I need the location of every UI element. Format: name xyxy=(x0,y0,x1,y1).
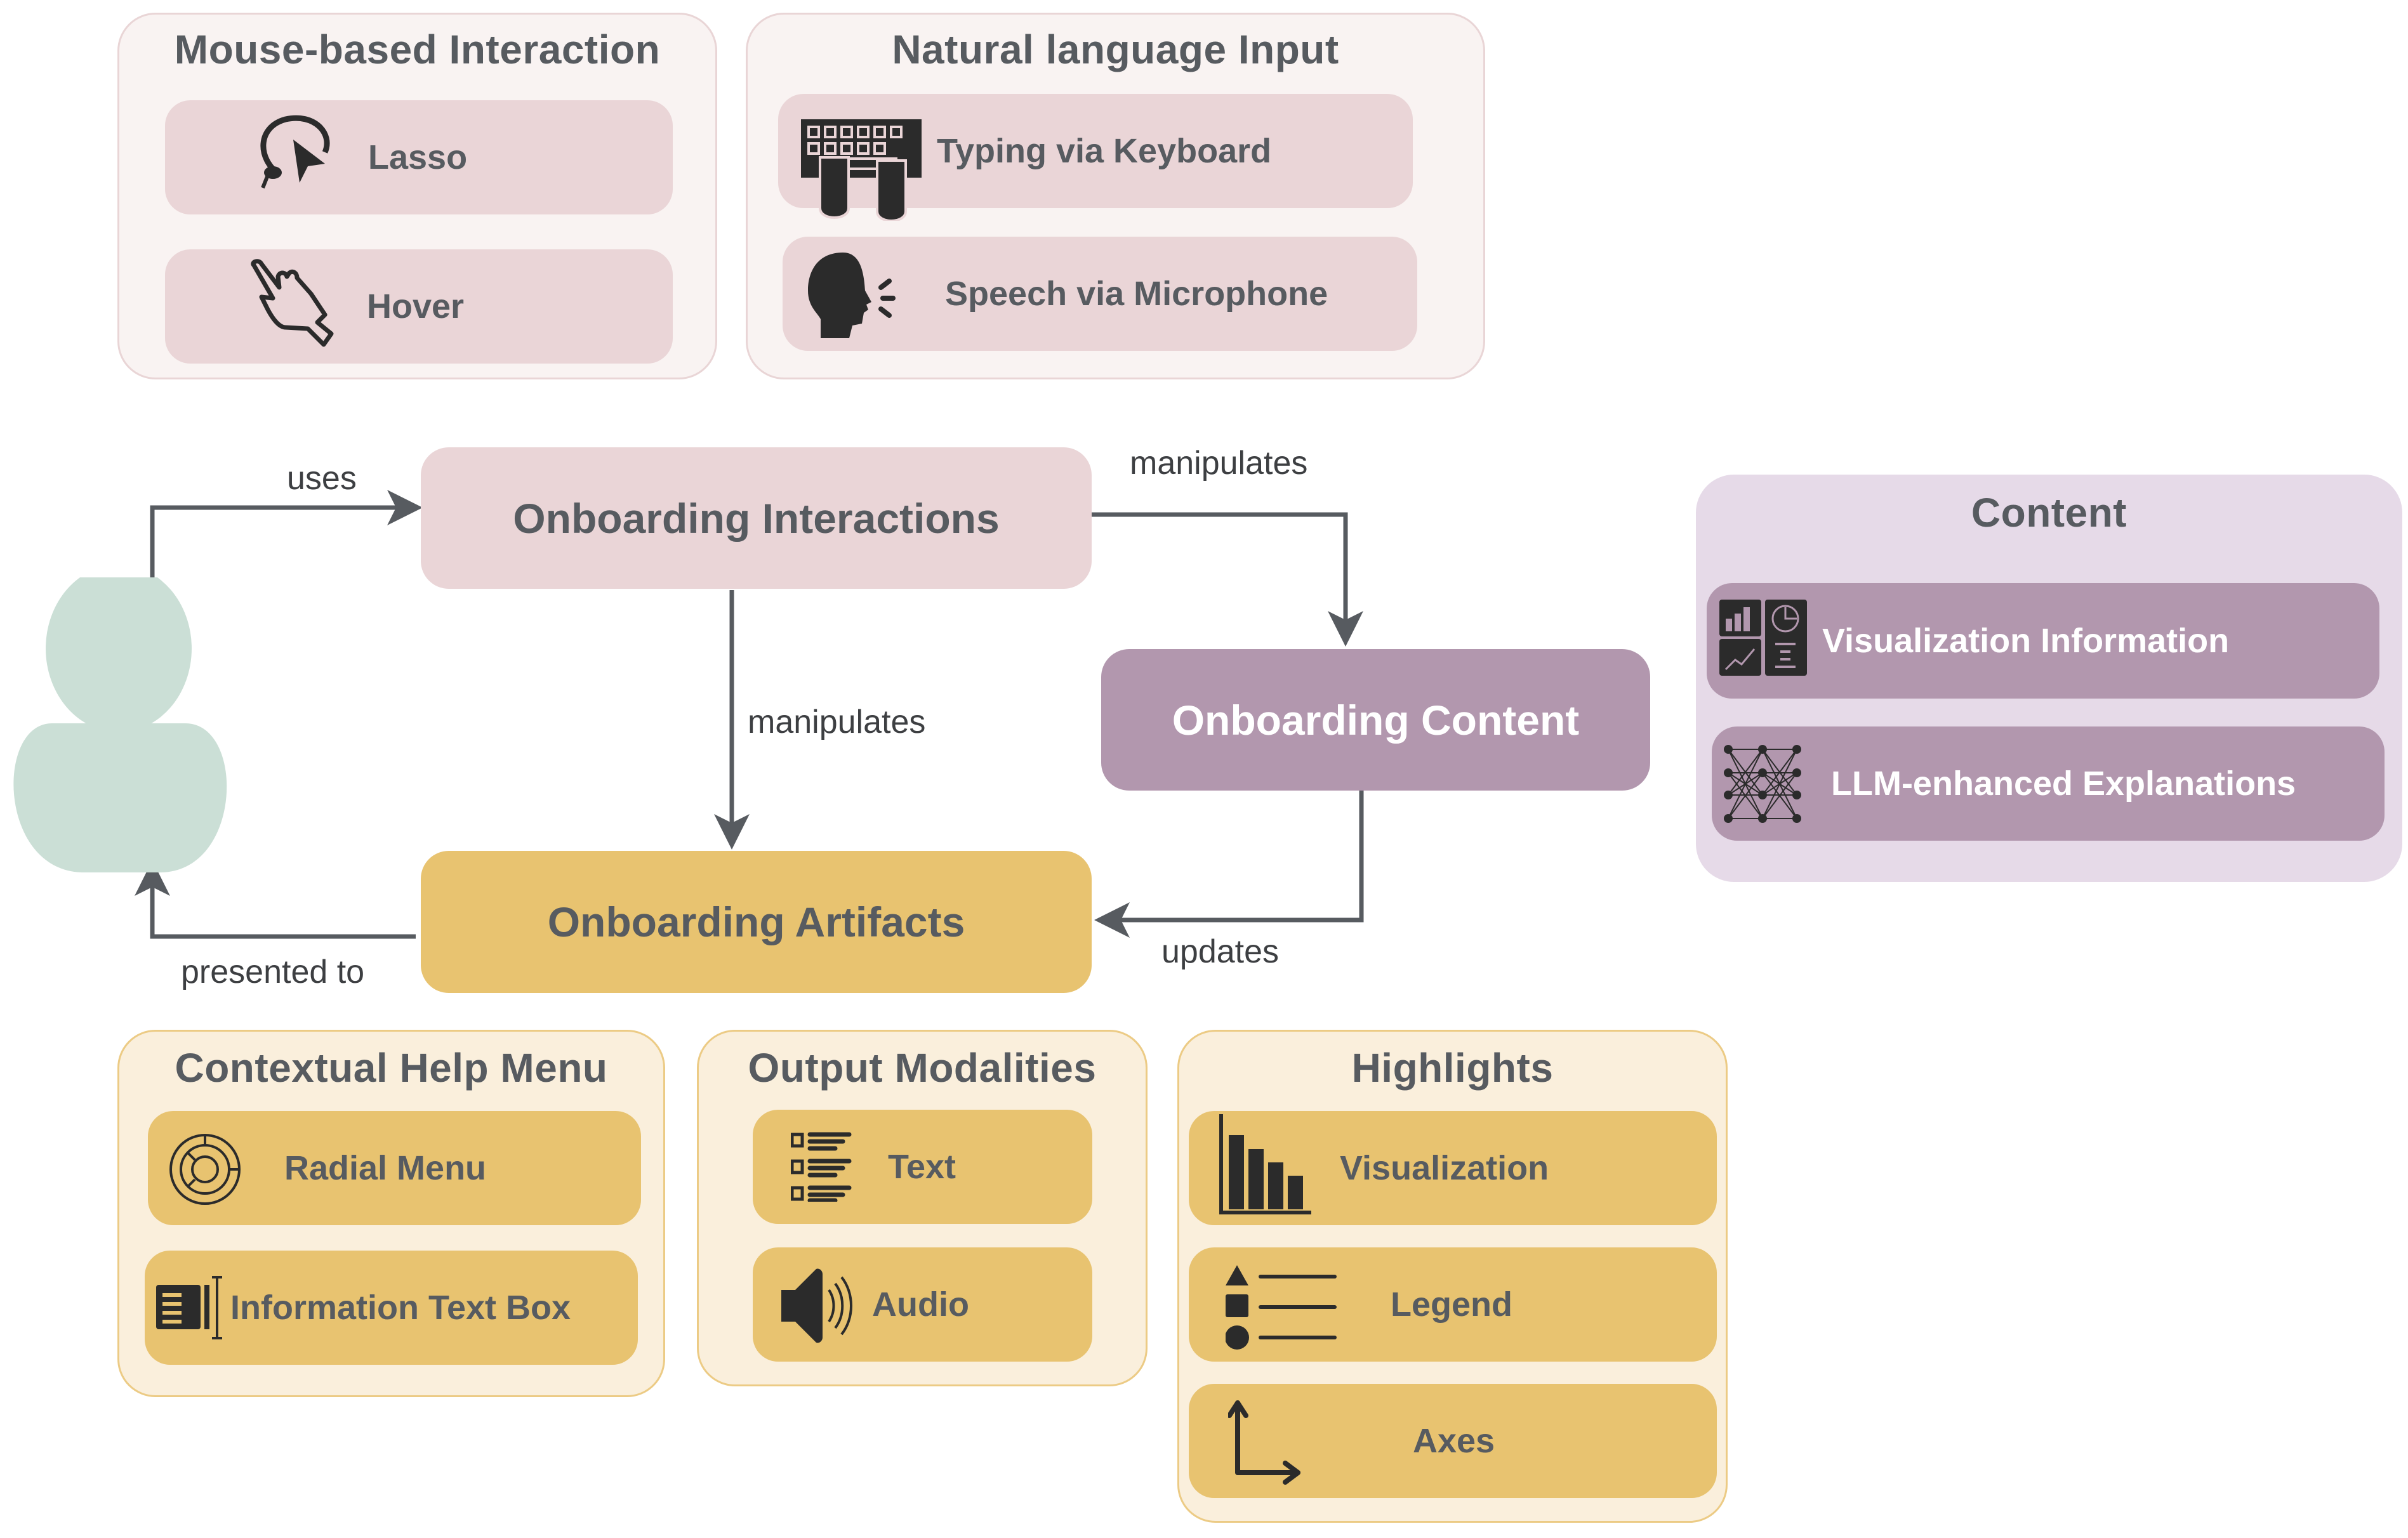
lasso-cursor-icon xyxy=(254,114,343,190)
group-title: Output Modalities xyxy=(748,1045,1097,1091)
item-highlight-axes[interactable]: Axes xyxy=(1189,1384,1717,1498)
user-figure xyxy=(8,565,233,872)
user-body xyxy=(13,723,227,872)
group-output-modalities: Output Modalities Text xyxy=(697,1030,1148,1386)
axes-icon xyxy=(1228,1400,1304,1489)
edge-label-manipulates-artifacts: manipulates xyxy=(748,704,926,740)
keyboard-hands-icon xyxy=(801,119,925,221)
item-llm-explanations[interactable]: LLM-enhanced Explanations xyxy=(1712,726,2385,841)
pointing-hand-icon xyxy=(248,259,336,348)
item-highlight-visualization[interactable]: Visualization xyxy=(1189,1111,1717,1225)
item-label: Text xyxy=(888,1148,956,1186)
node-label: Onboarding Content xyxy=(1172,696,1580,744)
node-onboarding-content[interactable]: Onboarding Content xyxy=(1101,649,1650,791)
item-label: Axes xyxy=(1413,1422,1495,1460)
node-onboarding-artifacts[interactable]: Onboarding Artifacts xyxy=(421,851,1092,993)
group-natural-language-input: Natural language Input Typing via Keyboa… xyxy=(746,13,1485,379)
item-label: LLM-enhanced Explanations xyxy=(1831,765,2296,803)
edge-label-uses: uses xyxy=(287,460,357,497)
item-text[interactable]: Text xyxy=(753,1110,1092,1224)
item-visualization-information[interactable]: Visualization Information xyxy=(1707,583,2379,699)
edge-presented-to xyxy=(135,860,416,939)
group-contextual-help-menu: Contextual Help Menu Radial Menu xyxy=(117,1030,665,1397)
edge-updates xyxy=(1094,791,1364,938)
item-information-text-box[interactable]: Information Text Box xyxy=(145,1251,638,1365)
item-label: Information Text Box xyxy=(230,1289,571,1327)
bar-chart-icon xyxy=(1219,1114,1311,1216)
edge-label-updates: updates xyxy=(1161,933,1280,970)
group-mouse-interaction: Mouse-based Interaction Lasso Hover xyxy=(117,13,717,379)
speaking-head-icon xyxy=(808,253,903,341)
item-label: Radial Menu xyxy=(284,1149,487,1187)
neural-network-icon xyxy=(1723,744,1803,824)
user-head xyxy=(46,565,192,732)
item-label: Visualization xyxy=(1340,1149,1549,1187)
group-title: Highlights xyxy=(1351,1045,1554,1091)
text-box-icon xyxy=(156,1276,226,1339)
edge-manipulates-content xyxy=(1092,512,1363,647)
edge-label-presented-to: presented to xyxy=(181,954,365,990)
group-title: Natural language Input xyxy=(892,27,1339,72)
item-audio[interactable]: Audio xyxy=(753,1247,1092,1362)
item-typing-keyboard[interactable]: Typing via Keyboard xyxy=(778,94,1413,221)
item-hover[interactable]: Hover xyxy=(165,249,673,364)
item-label: Lasso xyxy=(368,138,468,176)
item-label: Hover xyxy=(367,287,465,325)
item-highlight-legend[interactable]: Legend xyxy=(1189,1247,1717,1362)
group-title: Mouse-based Interaction xyxy=(174,27,661,72)
item-radial-menu[interactable]: Radial Menu xyxy=(148,1111,641,1225)
item-label: Speech via Microphone xyxy=(945,275,1328,313)
group-highlights: Highlights Visualization xyxy=(1177,1030,1728,1523)
legend-icon xyxy=(1226,1265,1337,1351)
group-title: Content xyxy=(1971,490,2127,536)
item-label: Typing via Keyboard xyxy=(937,132,1272,170)
edge-uses xyxy=(150,490,423,581)
edge-label-manipulates-content: manipulates xyxy=(1130,445,1308,482)
item-label: Legend xyxy=(1391,1285,1513,1324)
item-speech-microphone[interactable]: Speech via Microphone xyxy=(783,237,1417,351)
item-lasso[interactable]: Lasso xyxy=(165,100,673,214)
text-list-icon xyxy=(791,1132,854,1202)
group-content: Content Visualization Information xyxy=(1696,475,2402,882)
item-label: Visualization Information xyxy=(1822,622,2230,660)
chart-dashboard-icon xyxy=(1719,600,1808,676)
node-label: Onboarding Artifacts xyxy=(547,898,965,945)
speaker-icon xyxy=(781,1268,864,1344)
item-label: Audio xyxy=(872,1285,969,1324)
node-onboarding-interactions[interactable]: Onboarding Interactions xyxy=(421,447,1092,589)
radial-menu-icon xyxy=(168,1130,244,1209)
group-title: Contextual Help Menu xyxy=(175,1045,608,1091)
node-label: Onboarding Interactions xyxy=(513,494,1000,542)
